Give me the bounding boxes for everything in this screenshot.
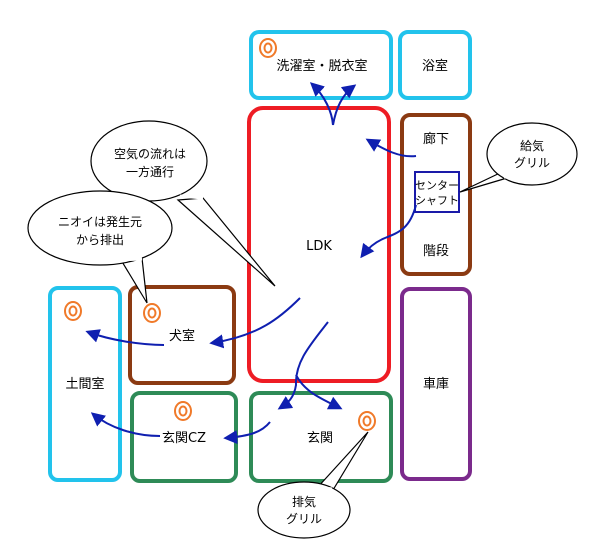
room-wash-label: 洗濯室・脱衣室: [276, 58, 367, 74]
exhaust-marker-doma: [64, 301, 82, 321]
room-garage: 車庫: [400, 287, 472, 481]
room-bath: 浴室: [398, 30, 472, 100]
exhaust-marker-genkan-cz: [174, 401, 192, 421]
callout-odor-line1: ニオイは発生元: [58, 215, 142, 229]
callout-supply-grille: 給気 グリル: [459, 122, 578, 193]
room-hall-label: 廊下: [423, 131, 449, 147]
room-genkan-cz-label: 玄関CZ: [162, 431, 206, 446]
callout-supply-line2: グリル: [514, 156, 550, 170]
callout-airflow-line2: 一方通行: [126, 164, 174, 179]
flow-shaft-to-ldk-mid: [360, 204, 417, 259]
room-doma: 土間室: [48, 286, 122, 482]
room-dog-label: 犬室: [169, 328, 195, 344]
center-shaft: センター シャフト: [414, 171, 460, 213]
callout-exhaust-grille: 排気 グリル: [257, 431, 369, 539]
callout-exhaust-line1: 排気: [292, 494, 316, 509]
room-garage-label: 車庫: [423, 377, 449, 392]
callout-airflow: 空気の流れは 一方通行: [90, 120, 276, 287]
shaft-label-1: センター: [415, 179, 459, 192]
room-genkan-label: 玄関: [307, 431, 333, 446]
airflow-arrows: [85, 82, 417, 445]
exhaust-marker-dog: [143, 303, 161, 323]
room-wash: 洗濯室・脱衣室: [249, 30, 393, 100]
flow-ldk-to-genkan: [295, 374, 343, 410]
flow-genkan-cz-to-doma-bridge: [223, 421, 271, 445]
room-doma-label: 土間室: [65, 376, 104, 392]
flow-ldk-to-genkan-cz: [277, 321, 329, 410]
flow-shaft-to-ldk-top: [365, 138, 417, 158]
callout-exhaust-line2: グリル: [286, 512, 322, 526]
flow-ldk-to-wash-left: [309, 82, 334, 126]
callout-airflow-line1: 空気の流れは: [114, 146, 186, 161]
flow-genkan-cz-to-doma: [90, 412, 161, 437]
flow-ldk-to-dog: [209, 297, 301, 349]
shaft-label-2: シャフト: [415, 194, 459, 207]
flow-dog-to-doma: [85, 329, 165, 346]
room-genkan: 玄関: [249, 391, 393, 483]
room-bath-label: 浴室: [422, 58, 448, 74]
room-ldk: LDK: [247, 106, 391, 383]
exhaust-marker-genkan: [358, 411, 376, 431]
room-stairs-label: 階段: [423, 244, 449, 259]
callout-supply-line1: 給気: [520, 138, 544, 153]
room-ldk-label: LDK: [306, 239, 332, 254]
callout-odor: ニオイは発生元 から排出: [27, 190, 173, 304]
callout-odor-line2: から排出: [76, 233, 124, 247]
exhaust-marker-wash: [259, 38, 277, 58]
flow-ldk-to-wash-right: [332, 84, 357, 126]
